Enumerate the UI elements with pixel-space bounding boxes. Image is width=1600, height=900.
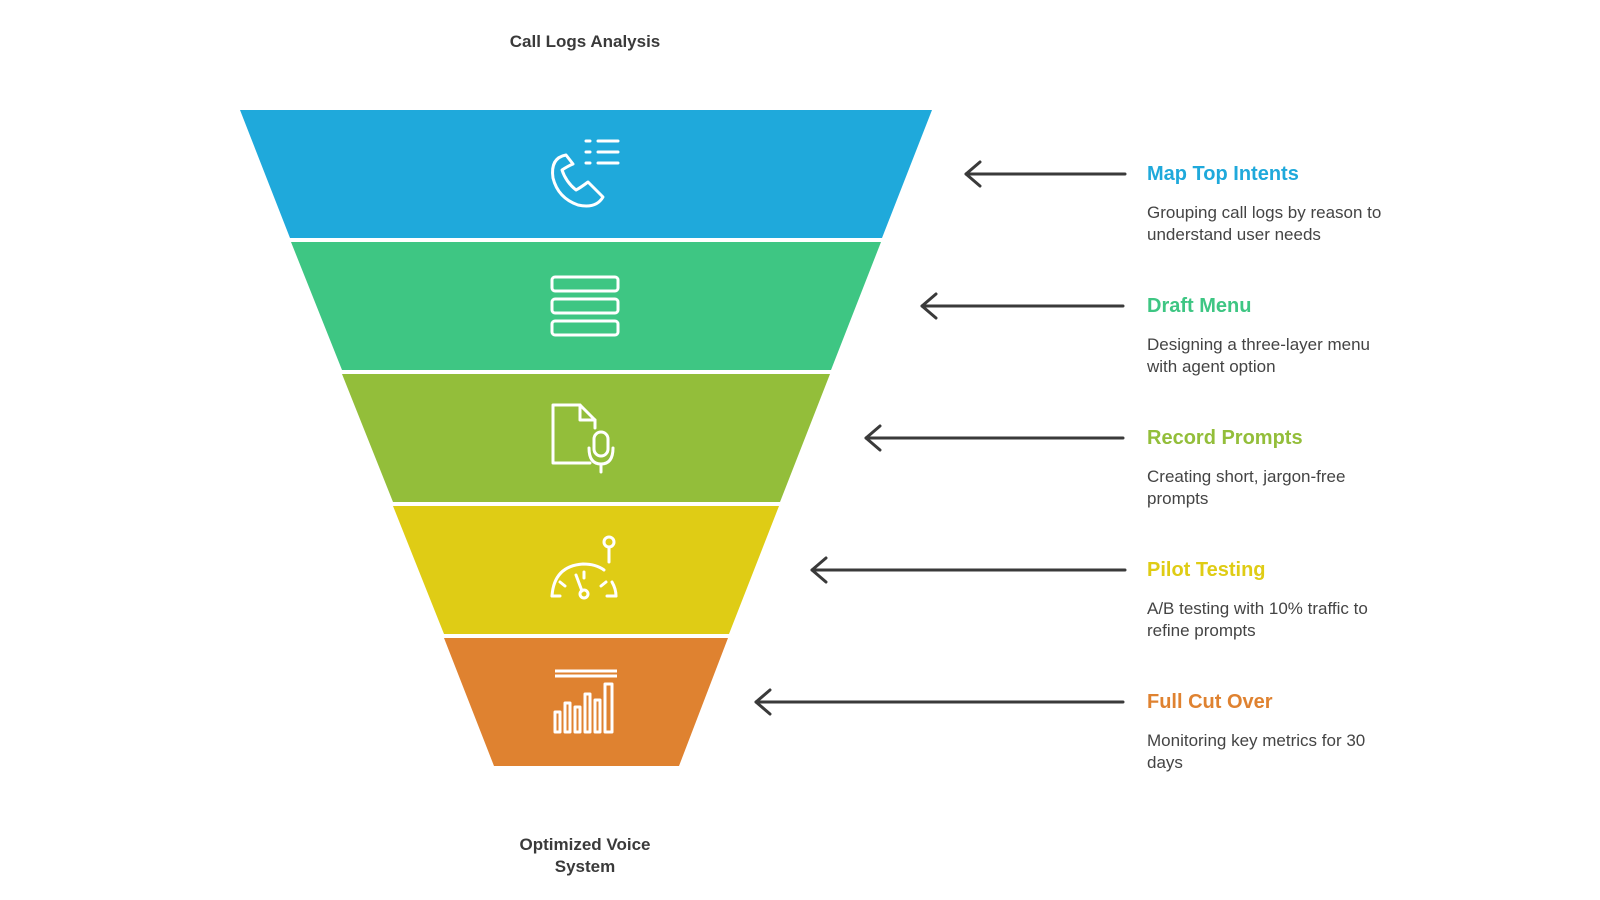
phone-list-icon xyxy=(551,139,620,208)
arrow-draft-menu xyxy=(920,292,1125,320)
stage-description-line2: refine prompts xyxy=(1147,621,1256,640)
stage-description-line1: A/B testing with 10% traffic to xyxy=(1147,599,1368,618)
funnel-bottom-label-line2: System xyxy=(554,857,616,876)
stage-title: Draft Menu xyxy=(1147,295,1252,317)
funnel-bottom-label-line1: Optimized Voice xyxy=(519,835,651,854)
stage-description-line2: understand user needs xyxy=(1147,225,1321,244)
stage-title: Pilot Testing xyxy=(1147,559,1266,581)
funnel-segment-map-top-intents xyxy=(240,110,932,238)
stage-record-prompts: Record Prompts Creating short, jargon-fr… xyxy=(1147,426,1427,510)
stage-pilot-testing: Pilot Testing A/B testing with 10% traff… xyxy=(1147,558,1427,642)
stacked-layers-icon xyxy=(550,275,620,337)
stage-title: Map Top Intents xyxy=(1147,163,1299,185)
arrow-pilot-testing xyxy=(810,556,1127,584)
arrow-record-prompts xyxy=(864,424,1125,452)
stage-description: Designing a three-layer menu with agent … xyxy=(1147,334,1427,378)
document-microphone-icon xyxy=(551,403,615,474)
stage-description-line1: Monitoring key metrics for 30 xyxy=(1147,731,1366,750)
stage-description: Monitoring key metrics for 30 days xyxy=(1147,730,1427,774)
funnel-segment-pilot-testing xyxy=(393,506,779,634)
stage-description-line2: days xyxy=(1147,753,1183,772)
stage-draft-menu: Draft Menu Designing a three-layer menu … xyxy=(1147,294,1427,378)
stage-description-line1: Creating short, jargon-free xyxy=(1147,467,1346,486)
stage-title: Record Prompts xyxy=(1147,427,1303,449)
stage-description: A/B testing with 10% traffic to refine p… xyxy=(1147,598,1427,642)
arrow-full-cut-over xyxy=(754,688,1125,716)
stage-title: Full Cut Over xyxy=(1147,691,1273,713)
gauge-pin-icon xyxy=(550,535,618,600)
bar-chart-icon xyxy=(553,669,617,734)
funnel-top-label: Call Logs Analysis xyxy=(509,32,661,51)
funnel-bottom-label: Optimized Voice System xyxy=(435,834,735,878)
arrow-map-top-intents xyxy=(964,160,1127,188)
stage-description: Creating short, jargon-free prompts xyxy=(1147,466,1427,510)
stage-description-line1: Designing a three-layer menu xyxy=(1147,335,1371,354)
stage-description: Grouping call logs by reason to understa… xyxy=(1147,202,1427,246)
funnel-segment-record-prompts xyxy=(342,374,830,502)
stage-full-cut-over: Full Cut Over Monitoring key metrics for… xyxy=(1147,690,1427,774)
stage-description-line2: prompts xyxy=(1147,489,1209,508)
funnel-segment-draft-menu xyxy=(291,242,881,370)
stage-description-line1: Grouping call logs by reason to xyxy=(1147,203,1382,222)
stage-map-top-intents: Map Top Intents Grouping call logs by re… xyxy=(1147,162,1427,246)
stage-description-line2: with agent option xyxy=(1147,357,1276,376)
